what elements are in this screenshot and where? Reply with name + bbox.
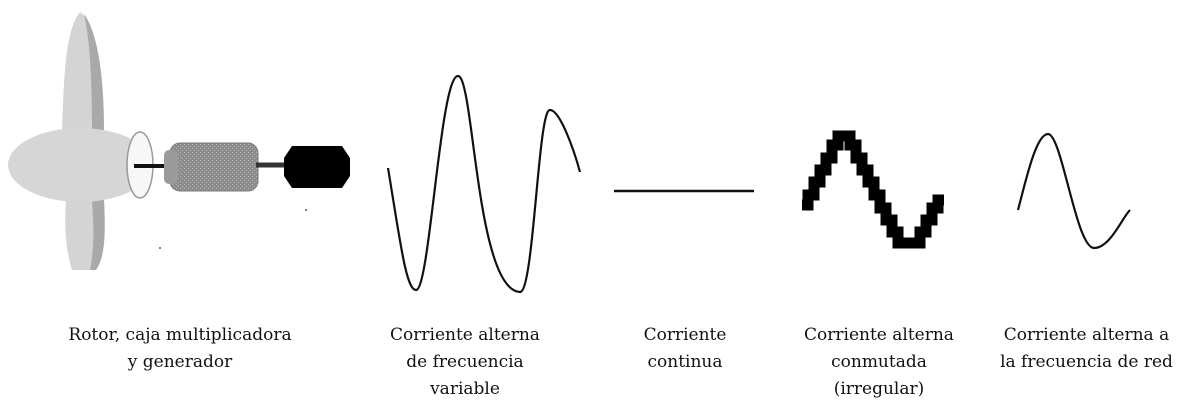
- grid-frequency-waveform: [1016, 132, 1131, 250]
- grid-wave: [1016, 132, 1131, 250]
- switched-ac-stage: Corriente alterna conmutada (irregular): [780, 0, 980, 404]
- variable-frequency-waveform: [386, 74, 582, 294]
- gearbox: [169, 142, 259, 192]
- dc-line: [614, 189, 754, 193]
- rotor-blade-top-shade: [84, 14, 104, 130]
- switched-ac-waveform: [802, 130, 944, 249]
- variable-frequency-wave: [386, 74, 582, 294]
- rotor-hub: [8, 128, 152, 202]
- turbine-stage: Rotor, caja multiplicadora y generador: [0, 0, 360, 404]
- switched-ac-caption: Corriente alterna conmutada (irregular): [804, 325, 954, 399]
- dc-caption: Corriente continua: [643, 325, 727, 372]
- gearbox-bearing: [164, 150, 178, 184]
- variable-ac-caption: Corriente alterna de frecuencia variable: [390, 325, 540, 399]
- generator: [284, 146, 350, 188]
- wind-turbine-illustration: [8, 12, 350, 270]
- grid-ac-stage: Corriente alterna a la frecuencia de red: [990, 0, 1183, 404]
- dc-stage: Corriente continua: [600, 0, 770, 404]
- turbine-caption: Rotor, caja multiplicadora y generador: [68, 325, 292, 372]
- switched-wave: [802, 130, 944, 249]
- rotor-blade-bottom-shade: [90, 200, 105, 270]
- grid-ac-caption: Corriente alterna a la frecuencia de red: [1000, 325, 1173, 372]
- variable-ac-stage: Corriente alterna de frecuencia variable: [370, 0, 590, 404]
